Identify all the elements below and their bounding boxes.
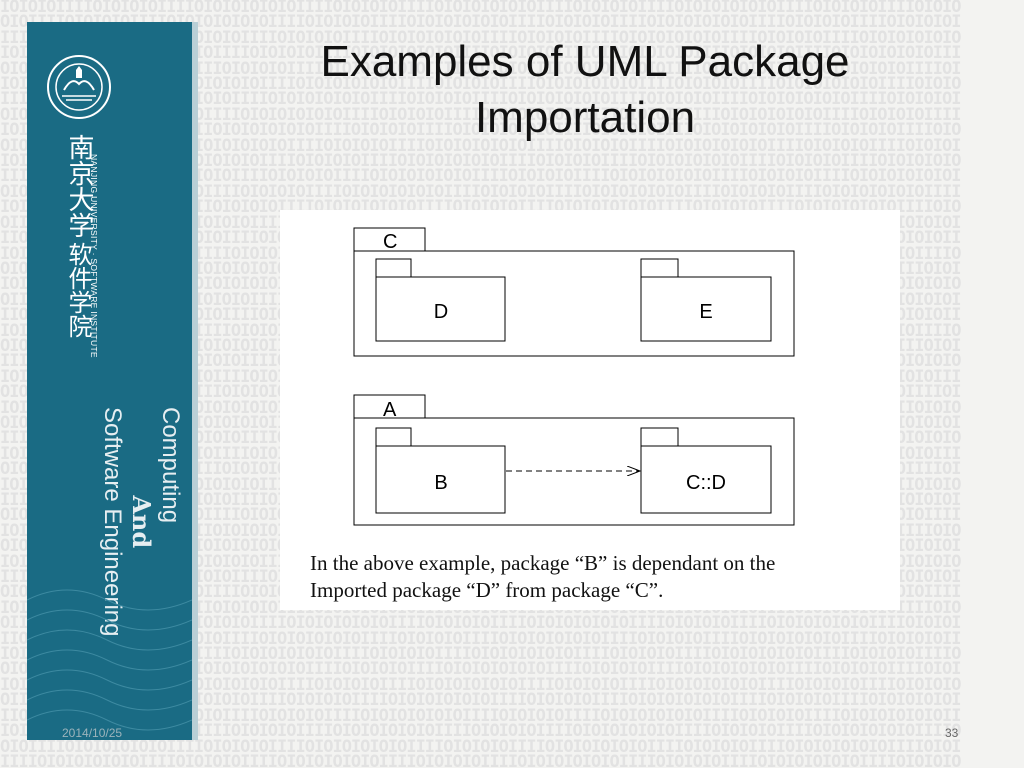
institute-name-cn: 软件学院 [64,242,92,338]
package-d-tab [375,258,412,278]
package-c-label: C [383,231,397,253]
university-name-en: NANJING UNIVERSITY · SOFTWARE INSTITUTE [89,154,99,358]
package-c: C D E [353,227,795,357]
university-name-cn-text: 南京大学 [64,134,94,238]
diagram-caption: In the above example, package “B” is dep… [310,550,890,604]
caption-line-1: In the above example, package “B” is dep… [310,551,776,575]
sidebar-banner: 南京大学 软件学院 NANJING UNIVERSITY · SOFTWARE … [27,22,192,740]
package-b: B [375,427,506,514]
title-line-1: Examples of UML Package [320,37,850,86]
package-a-label: A [383,399,397,421]
package-c-d-tab [640,427,679,447]
package-c-body [353,250,795,357]
title-line-2: Importation [474,93,696,142]
page-number: 33 [945,726,959,740]
package-b-body [375,445,506,514]
slide-title: Examples of UML Package Importation [230,34,940,146]
uml-diagram-panel: C D E A B [280,210,900,610]
university-name-cn: 南京大学 软件学院 [57,134,97,338]
package-d-label: D [434,301,448,323]
package-b-tab [375,427,412,447]
package-c-d: C::D [640,427,772,514]
decorative-waves [27,589,192,731]
package-a: A B C::D [353,394,795,526]
package-a-body [353,417,795,526]
caption-line-2: Imported package “D” from package “C”. [310,578,664,602]
slide-date: 2014/10/25 [62,726,123,740]
package-d-body [375,276,506,342]
university-logo-icon [47,55,111,119]
package-e-tab [640,258,679,278]
package-d: D [375,258,506,342]
package-e: E [640,258,772,342]
uml-package-diagram: C D E A B [353,227,795,526]
package-b-label: B [434,472,447,494]
package-c-d-body [640,445,772,514]
package-e-body [640,276,772,342]
package-c-d-label: C::D [686,472,726,494]
package-e-label: E [699,301,712,323]
